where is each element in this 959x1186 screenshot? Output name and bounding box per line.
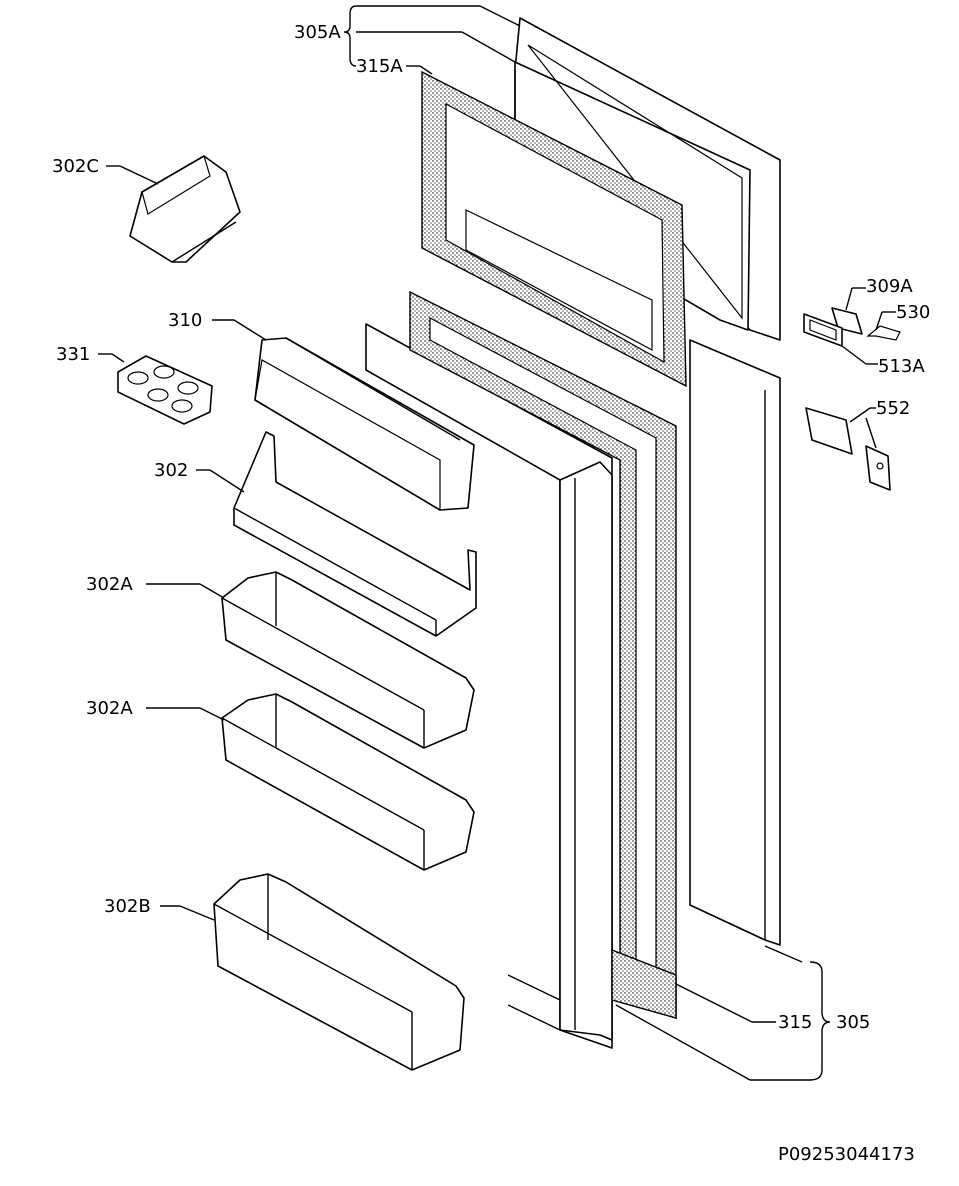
freezer-door-gasket (421, 70, 687, 388)
fridge-door-gasket (409, 290, 677, 1019)
label-315a: 315A (356, 56, 403, 77)
label-305: 305 (836, 1012, 870, 1033)
label-302a-upper: 302A (86, 574, 133, 595)
dairy-compartment-lid (254, 337, 475, 512)
label-530: 530 (896, 302, 930, 323)
part-labels: 305A 315A 302C 310 331 302 302A 302A 302… (52, 22, 930, 1165)
label-310: 310 (168, 310, 202, 331)
fridge-door-liner (365, 323, 613, 1049)
egg-tray (117, 355, 213, 425)
fridge-door-panel (689, 339, 781, 946)
bottle-shelf (213, 873, 465, 1071)
label-309a: 309A (866, 276, 913, 297)
label-315: 315 (778, 1012, 812, 1033)
door-shelf-a-lower (221, 693, 475, 871)
label-552: 552 (876, 398, 910, 419)
small-door-shelf (129, 155, 241, 263)
label-305a: 305A (294, 22, 341, 43)
label-302: 302 (154, 460, 188, 481)
door-shelf (233, 431, 477, 637)
label-302c: 302C (52, 156, 99, 177)
label-302b: 302B (104, 896, 151, 917)
door-shelf-a-upper (221, 571, 475, 749)
leader-lines (98, 5, 896, 1081)
label-331: 331 (56, 344, 90, 365)
label-513a: 513A (878, 356, 925, 377)
hinge-clip (866, 325, 901, 341)
hinge-bracket (805, 407, 891, 491)
reference-code: P09253044173 (778, 1144, 915, 1165)
label-302a-lower: 302A (86, 698, 133, 719)
